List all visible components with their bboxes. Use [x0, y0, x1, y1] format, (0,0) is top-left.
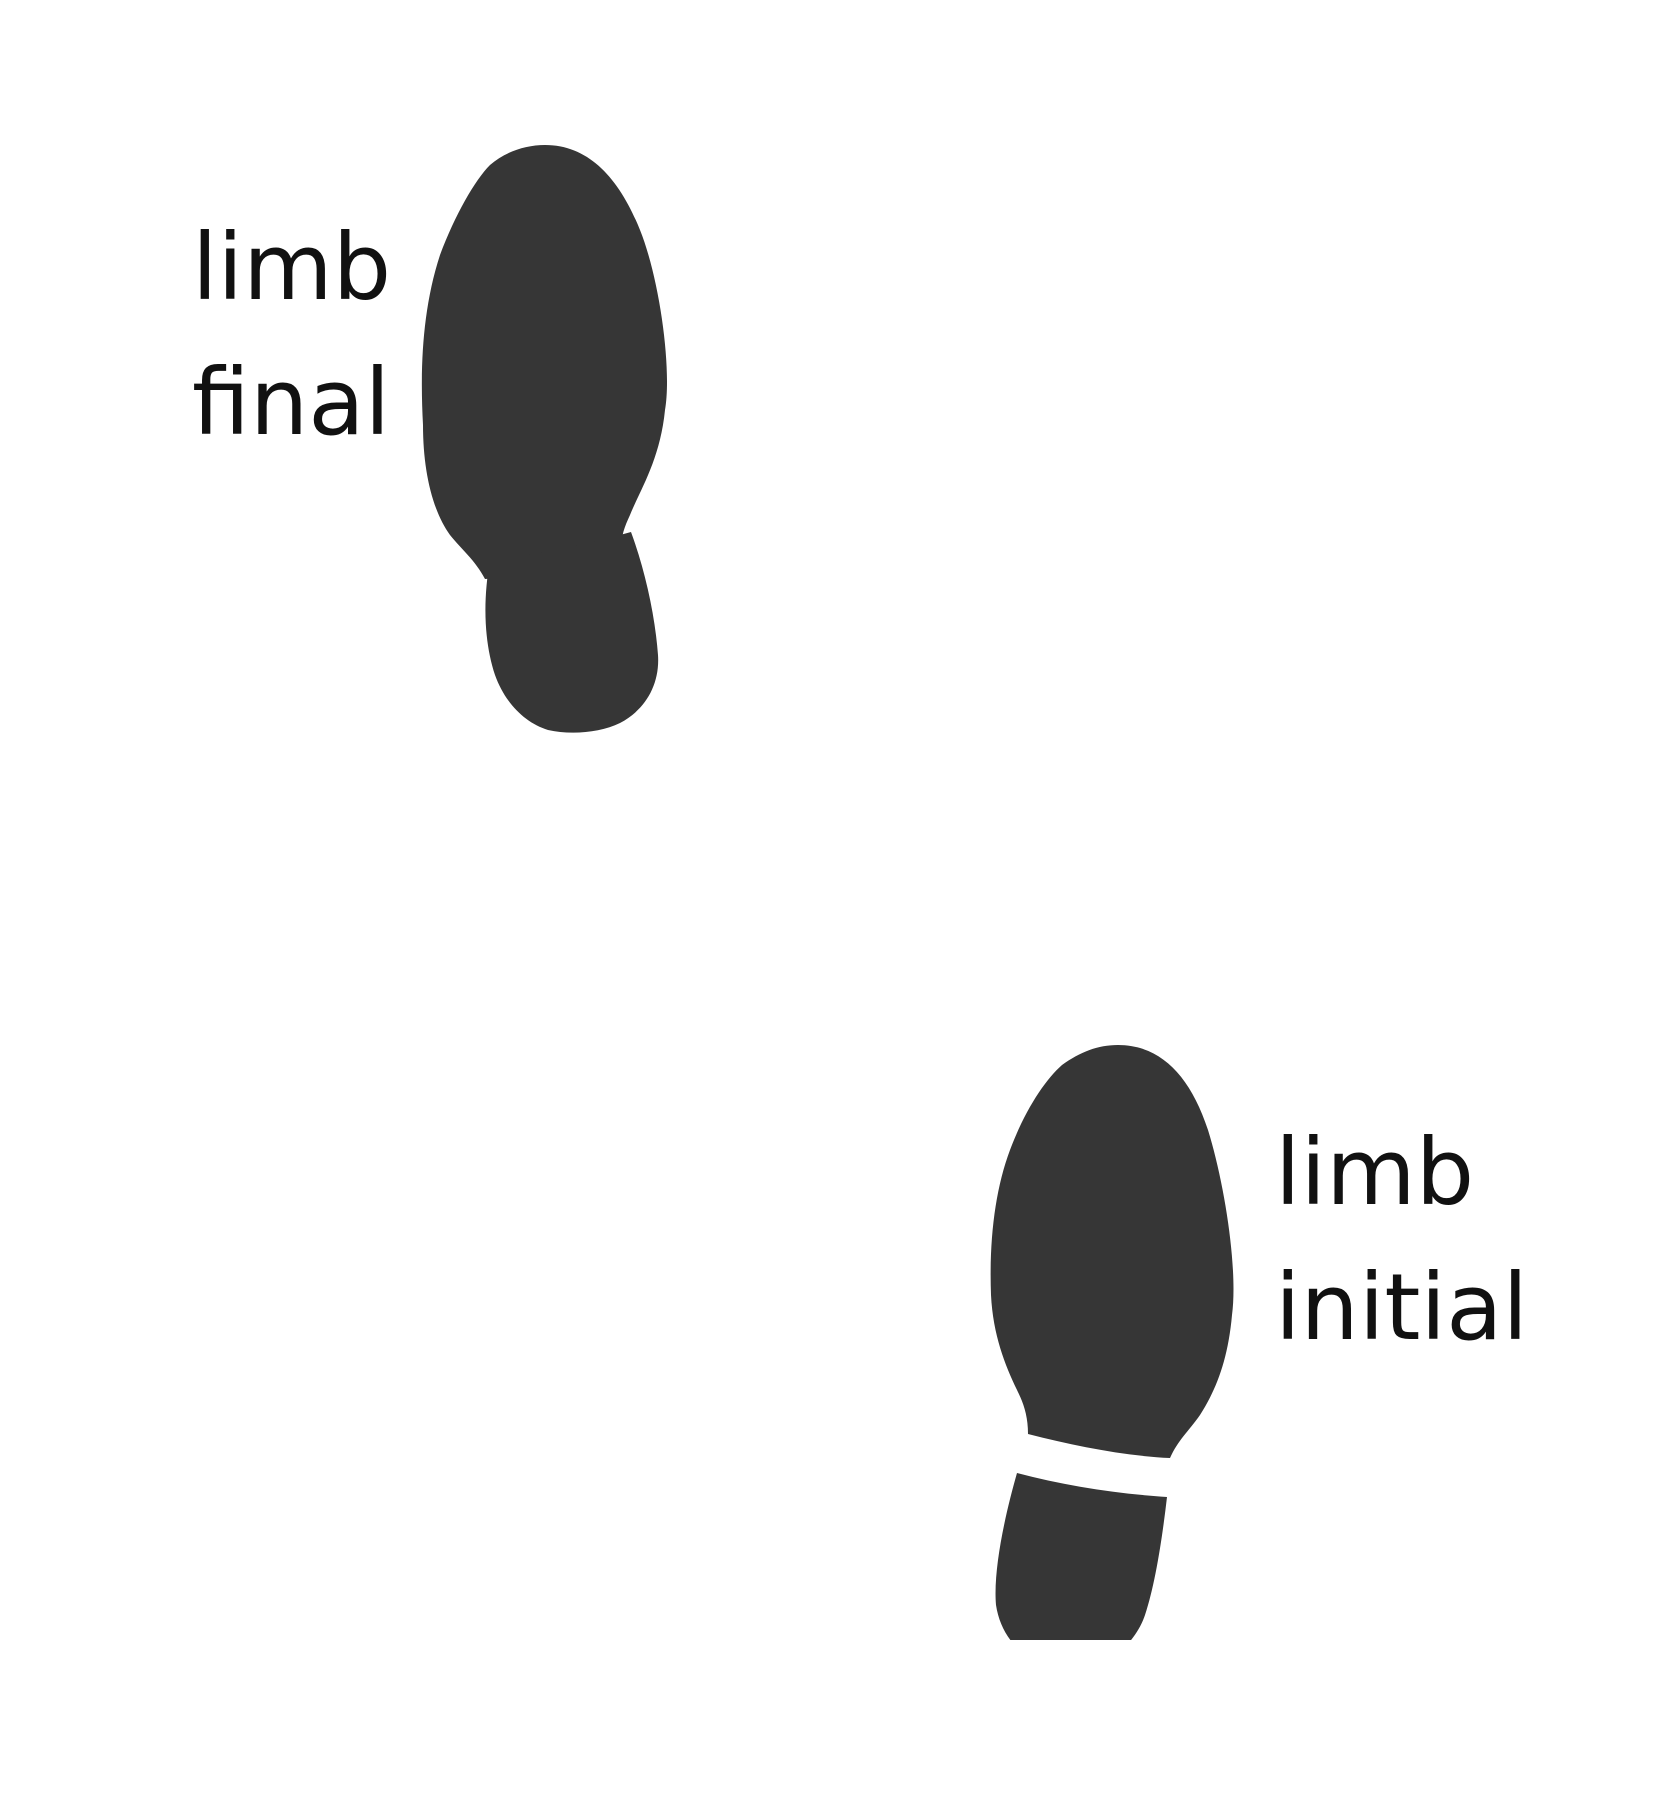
footprint-final-heel: [485, 532, 659, 733]
label-initial-line2: initial: [1275, 1254, 1528, 1361]
label-initial-line1: limb: [1275, 1119, 1475, 1226]
label-final-line2: final: [192, 349, 391, 456]
label-final-line1: limb: [192, 214, 392, 321]
shoe-footprint-initial-icon: [990, 1045, 1234, 1640]
footprint-initial-heel: [995, 1473, 1167, 1640]
label-limb-final: limb final: [192, 200, 391, 470]
label-limb-initial: limb initial: [1275, 1105, 1528, 1375]
footprint-final-sole: [421, 145, 668, 579]
footprint-initial-sole: [990, 1045, 1234, 1458]
shoe-footprint-final-icon: [421, 145, 668, 733]
